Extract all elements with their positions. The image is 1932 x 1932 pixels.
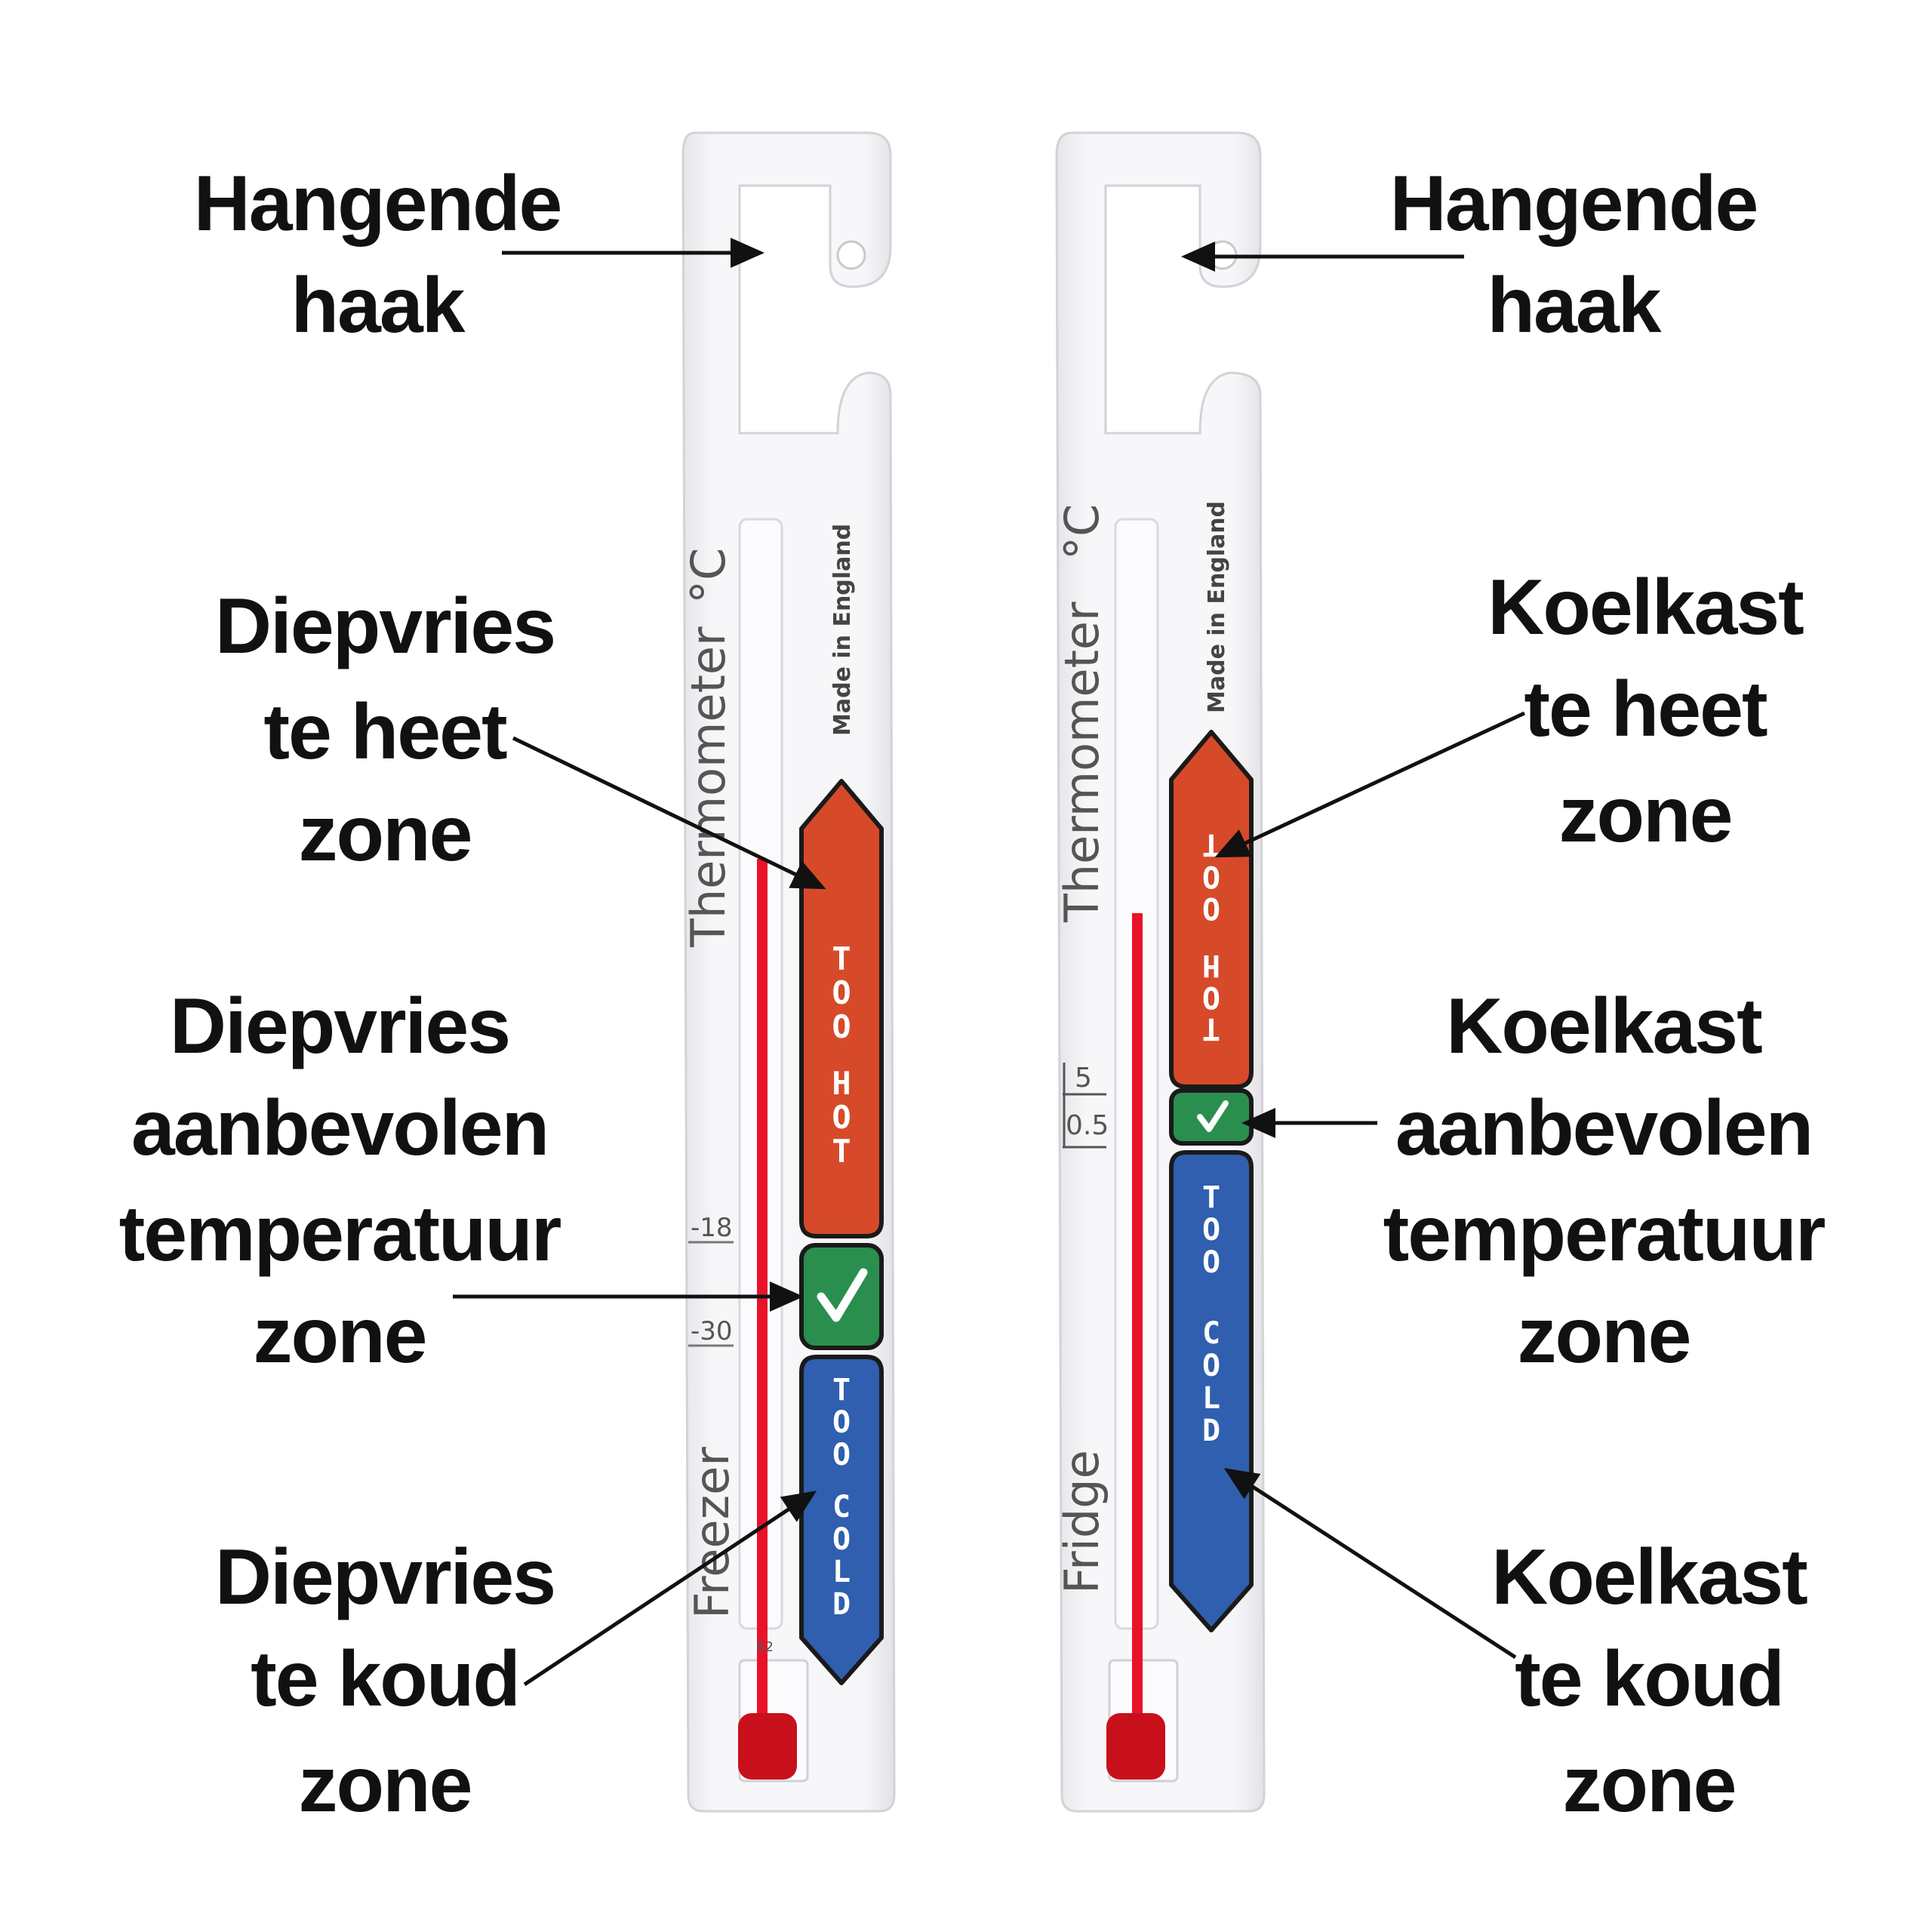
svg-text:Diepvries: Diepvries — [215, 1534, 555, 1621]
freezer-unit-label: °C — [681, 548, 736, 604]
svg-text:T: T — [832, 1373, 851, 1407]
fridge-type-label: Fridge — [1054, 1450, 1109, 1594]
svg-text:O: O — [1202, 891, 1220, 925]
arrow-right-hot — [1214, 711, 1526, 858]
svg-text:zone: zone — [1559, 771, 1732, 859]
callout-left-hook: Hangende haak — [194, 160, 563, 349]
svg-text:T: T — [1202, 1180, 1220, 1215]
svg-text:Hangende: Hangende — [194, 160, 561, 248]
svg-text:D: D — [832, 1587, 851, 1622]
fridge-too-cold-zone — [1169, 1150, 1254, 1632]
freezer-too-cold-zone — [799, 1355, 884, 1685]
svg-text:H: H — [1202, 948, 1220, 983]
arrow-right-cold — [1223, 1468, 1517, 1660]
freezer-scale-upper: -18 — [691, 1213, 733, 1243]
svg-text:temperatuur: temperatuur — [1383, 1190, 1825, 1278]
svg-text:T: T — [1202, 827, 1220, 862]
freezer-too-cold-text: T O O C O L D — [832, 1373, 851, 1622]
svg-text:zone: zone — [1563, 1741, 1736, 1829]
svg-text:O: O — [832, 1405, 851, 1440]
svg-text:L: L — [832, 1555, 851, 1589]
callout-left-hot: Diepvries te heet zone — [215, 583, 556, 878]
freezer-too-hot-zone — [799, 779, 884, 1238]
svg-text:C: C — [1202, 1316, 1220, 1351]
svg-text:O: O — [832, 1438, 851, 1472]
freezer-brand-label: Thermometer — [681, 626, 736, 948]
svg-text:O: O — [1202, 980, 1220, 1014]
callout-left-cold: Diepvries te koud zone — [215, 1534, 556, 1829]
svg-text:O: O — [832, 1008, 851, 1045]
fridge-scale-upper: 5 — [1075, 1063, 1092, 1094]
freezer-origin-label: Made in England — [829, 524, 856, 736]
svg-text:O: O — [1202, 1245, 1220, 1280]
svg-text:zone: zone — [299, 1741, 472, 1829]
svg-text:haak: haak — [291, 262, 465, 349]
freezer-mercury-stem — [757, 1630, 768, 1721]
svg-text:O: O — [832, 1099, 851, 1136]
freezer-hook-hole — [836, 240, 866, 270]
freezer-type-label: Freezer — [685, 1447, 740, 1619]
callout-right-hook: Hangende haak — [1390, 160, 1759, 349]
svg-text:Koelkast: Koelkast — [1446, 983, 1762, 1070]
svg-text:O: O — [832, 1522, 851, 1557]
svg-text:Koelkast: Koelkast — [1491, 1534, 1807, 1621]
svg-text:zone: zone — [1518, 1292, 1690, 1380]
svg-text:te koud: te koud — [251, 1635, 519, 1723]
check-icon — [1197, 1100, 1229, 1132]
fridge-mercury-bulb — [1106, 1713, 1165, 1780]
fridge-unit-label: °C — [1054, 504, 1109, 560]
fridge-brand-label: Thermometer — [1054, 601, 1109, 923]
callout-left-ok: Diepvries aanbevolen temperatuur zone — [119, 983, 562, 1380]
svg-text:L: L — [1202, 1381, 1220, 1416]
svg-text:O: O — [1202, 859, 1220, 894]
fridge-origin-label: Made in England — [1204, 501, 1230, 713]
svg-text:O: O — [1202, 1349, 1220, 1383]
svg-text:O: O — [832, 974, 851, 1011]
svg-text:Koelkast: Koelkast — [1487, 564, 1804, 651]
fridge-scale-lower: 0.5 — [1066, 1110, 1109, 1141]
svg-text:te heet: te heet — [1524, 666, 1767, 753]
fridge-thermometer: Thermometer °C Made in England Fridge 5 … — [1054, 131, 1266, 1813]
svg-text:Hangende: Hangende — [1390, 160, 1758, 248]
arrow-left-cold — [523, 1491, 817, 1687]
fridge-too-hot-text: T O O H O T — [1202, 827, 1220, 1046]
svg-text:C: C — [832, 1490, 851, 1524]
freezer-thermometer: Thermometer °C Made in England Freezer -… — [681, 131, 896, 1813]
fridge-ok-zone — [1169, 1088, 1254, 1146]
svg-text:temperatuur: temperatuur — [119, 1190, 561, 1278]
freezer-scale-lower: -30 — [691, 1316, 733, 1346]
svg-text:Diepvries: Diepvries — [170, 983, 509, 1070]
svg-text:T: T — [832, 1133, 851, 1170]
svg-text:Diepvries: Diepvries — [215, 583, 555, 670]
fridge-too-cold-text: T O O C O L D — [1202, 1180, 1220, 1448]
svg-text:D: D — [1202, 1414, 1220, 1448]
svg-text:H: H — [832, 1065, 851, 1102]
fridge-mercury-column — [1132, 913, 1143, 1630]
fridge-too-hot-zone — [1169, 730, 1254, 1089]
check-icon — [817, 1268, 868, 1322]
svg-text:T: T — [1202, 1011, 1220, 1046]
svg-text:zone: zone — [299, 790, 472, 878]
freezer-too-hot-text: T O O H O T — [832, 940, 851, 1170]
svg-text:zone: zone — [254, 1292, 426, 1380]
callout-right-ok: Koelkast aanbevolen temperatuur zone — [1383, 983, 1826, 1380]
svg-text:te koud: te koud — [1515, 1635, 1783, 1723]
freezer-mercury-column — [757, 859, 768, 1630]
svg-text:haak: haak — [1487, 262, 1661, 349]
freezer-ok-zone — [799, 1243, 884, 1350]
svg-text:aanbevolen: aanbevolen — [1395, 1084, 1812, 1172]
svg-text:T: T — [832, 940, 851, 977]
fridge-mercury-stem — [1132, 1630, 1143, 1721]
svg-text:te heet: te heet — [263, 688, 507, 776]
svg-text:aanbevolen: aanbevolen — [131, 1084, 548, 1172]
arrow-left-hot — [512, 736, 826, 890]
svg-text:O: O — [1202, 1213, 1220, 1247]
callout-right-cold: Koelkast te koud zone — [1491, 1534, 1809, 1829]
callout-right-hot: Koelkast te heet zone — [1487, 564, 1805, 859]
freezer-bulb-mark: 62 — [756, 1639, 774, 1655]
freezer-mercury-bulb — [738, 1713, 797, 1780]
